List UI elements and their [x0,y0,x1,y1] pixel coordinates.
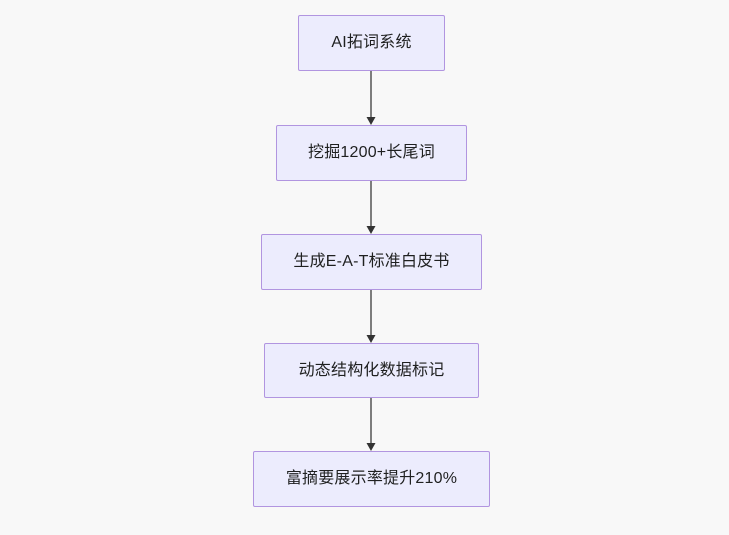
flowchart-node-longtail-keywords[interactable]: 挖掘1200+长尾词 [276,125,467,181]
edge-n2-n3 [366,181,376,234]
arrowhead-icon [366,226,376,234]
flowchart-node-label: 挖掘1200+长尾词 [308,144,435,162]
flowchart-node-label: 生成E-A-T标准白皮书 [293,253,450,271]
flowchart-node-ai-keyword-system[interactable]: AI拓词系统 [298,15,445,71]
flowchart-node-structured-data-markup[interactable]: 动态结构化数据标记 [264,343,479,398]
arrowhead-icon [366,443,376,451]
flowchart-node-rich-snippet-result[interactable]: 富摘要展示率提升210% [253,451,490,507]
flowchart-node-label: 动态结构化数据标记 [298,361,445,379]
flowchart-node-label: 富摘要展示率提升210% [285,470,458,488]
flowchart-node-eat-whitepaper[interactable]: 生成E-A-T标准白皮书 [261,234,482,290]
flowchart-node-label: AI拓词系统 [331,34,412,52]
edge-n3-n4 [366,290,376,343]
arrowhead-icon [366,335,376,343]
arrowhead-icon [366,117,376,125]
edge-n1-n2 [366,71,376,125]
edge-n4-n5 [366,398,376,451]
